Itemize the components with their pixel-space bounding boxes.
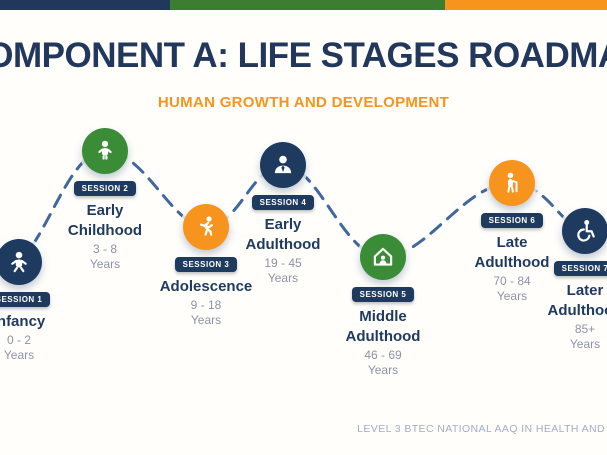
session-badge: SESSION 2	[73, 181, 137, 196]
life-stage-node-late-adulthood: SESSION 6 Late Adulthood 70 - 84 Years	[452, 160, 572, 304]
age-range: 19 - 45	[264, 255, 302, 270]
age-unit: Years	[89, 256, 121, 271]
late-adulthood-circle	[489, 160, 535, 206]
age-unit: Years	[267, 270, 299, 285]
life-stage-node-later-adulthood: SESSION 7 Later Adulthood 85+ Years	[525, 208, 607, 352]
top-bar-navy-segment	[0, 0, 170, 10]
page-title: COMPONENT A: LIFE STAGES ROADMAP	[0, 36, 607, 75]
elderly-person-icon	[507, 172, 518, 193]
age-unit: Years	[367, 362, 399, 377]
session-badge: SESSION 5	[351, 287, 415, 302]
life-stage-node-middle-adulthood: SESSION 5 Middle Adulthood 46 - 69 Years	[323, 234, 443, 378]
stage-label: Middle Adulthood	[345, 308, 421, 345]
early-childhood-circle	[82, 128, 128, 174]
age-unit: Years	[496, 288, 528, 303]
top-accent-bar	[0, 0, 607, 10]
life-stage-node-infancy: SESSION 1 Infancy 0 - 2 Years	[0, 239, 79, 363]
stage-label: Early Childhood	[67, 202, 143, 239]
wheelchair-icon	[577, 220, 595, 242]
business-person-icon	[274, 155, 292, 174]
adolescence-circle	[183, 204, 229, 250]
age-range: 3 - 8	[92, 241, 117, 256]
early-adulthood-circle	[260, 142, 306, 188]
stage-label: Infancy	[0, 313, 46, 330]
life-stage-node-early-adulthood: SESSION 4 Early Adulthood 19 - 45 Years	[223, 142, 343, 286]
page-subtitle: HUMAN GROWTH AND DEVELOPMENT	[157, 94, 450, 111]
age-unit: Years	[3, 347, 35, 362]
infancy-circle	[0, 239, 42, 285]
middle-adulthood-circle	[360, 234, 406, 280]
age-unit: Years	[569, 336, 601, 351]
stage-label: Early Adulthood	[245, 216, 321, 253]
stage-label: Later Adulthood	[547, 282, 607, 319]
age-unit: Years	[190, 312, 222, 327]
top-bar-green-segment	[170, 0, 445, 10]
age-range: 85+	[574, 321, 596, 336]
life-stage-node-adolescence: SESSION 3 Adolescence 9 - 18 Years	[146, 204, 266, 328]
session-badge: SESSION 3	[174, 257, 238, 272]
age-range: 0 - 2	[6, 332, 31, 347]
stage-label: Adolescence	[159, 278, 253, 295]
age-range: 9 - 18	[190, 297, 222, 312]
session-badge: SESSION 6	[480, 213, 544, 228]
later-adulthood-circle	[562, 208, 607, 254]
baby-icon	[11, 251, 27, 273]
stage-label: Late Adulthood	[474, 234, 550, 271]
child-icon	[98, 140, 112, 160]
runner-icon	[199, 216, 213, 236]
top-bar-orange-segment	[445, 0, 607, 10]
age-range: 46 - 69	[364, 347, 402, 362]
age-range: 70 - 84	[493, 273, 531, 288]
session-badge: SESSION 1	[0, 292, 51, 307]
footer-course-text: LEVEL 3 BTEC NATIONAL AAQ IN HEALTH AND	[357, 423, 605, 435]
session-badge: SESSION 4	[251, 195, 315, 210]
life-stage-node-early-childhood: SESSION 2 Early Childhood 3 - 8 Years	[45, 128, 165, 272]
session-badge: SESSION 7	[553, 261, 607, 276]
house-person-icon	[373, 247, 393, 266]
